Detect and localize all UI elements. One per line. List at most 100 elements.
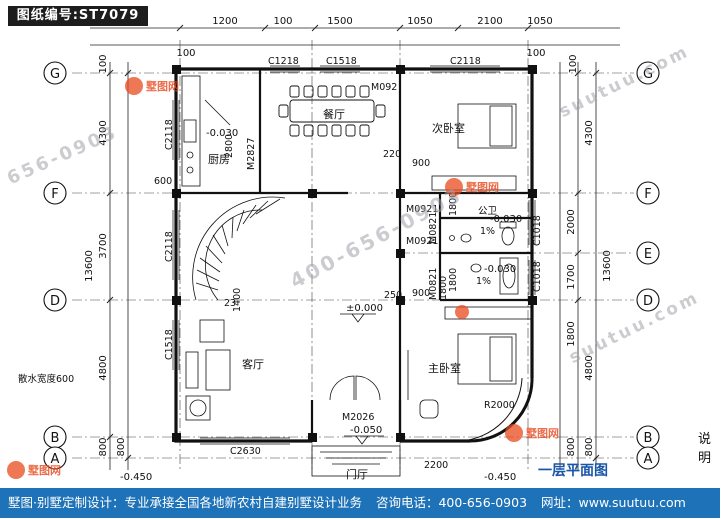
elev-bath2: -0.030	[484, 264, 516, 275]
label-600: 600	[154, 176, 172, 187]
living-furniture	[185, 319, 231, 421]
label-m0921-b: M0921	[406, 236, 438, 247]
right-dim-800b: 800	[584, 437, 595, 456]
dimension-ticks	[106, 24, 600, 462]
label-1800c: 1800	[438, 276, 449, 300]
top-dim-1050a: 1050	[407, 16, 432, 27]
label-m2026: M2026	[342, 412, 374, 423]
right-dim-1800: 1800	[566, 321, 577, 346]
left-dim-800a: 800	[98, 437, 109, 456]
plan-title: 一层平面图	[538, 463, 608, 479]
label-900-b: 900	[412, 288, 430, 299]
axis-left-b: B	[51, 431, 60, 446]
label-2200: 2200	[424, 460, 448, 471]
dining-table	[278, 85, 386, 137]
label-c1518-top: C1518	[326, 56, 357, 67]
top-dim-1050b: 1050	[527, 16, 552, 27]
label-stairs: 23	[224, 298, 236, 309]
elev-minus-450-right: -0.450	[484, 472, 516, 483]
label-1800: 1800	[448, 192, 459, 216]
elev-bath1: -0.030	[490, 214, 522, 225]
windows	[172, 65, 536, 445]
axis-bubbles-left	[43, 61, 67, 470]
bathroom-fixtures	[449, 221, 519, 295]
left-dim-3700: 3700	[98, 233, 109, 258]
footer-service: 墅图·别墅定制设计：专业承接全国各地新农村自建别墅设计业务	[8, 495, 362, 510]
label-c1518-left: C1518	[164, 329, 175, 360]
axis-right-d: D	[643, 294, 653, 309]
interior-walls	[176, 69, 532, 441]
axis-right-f: F	[644, 187, 651, 202]
right-dim-13600: 13600	[602, 250, 613, 282]
label-c1018-b: C1018	[532, 261, 543, 292]
kitchen-fixtures	[181, 75, 231, 187]
axis-left-f: F	[51, 187, 58, 202]
label-slope1: 1%	[480, 226, 495, 237]
top-dim-1500: 1500	[327, 16, 352, 27]
axis-left-a: A	[51, 452, 60, 467]
label-gutter: 散水宽度600	[18, 373, 74, 385]
right-dim-800a: 800	[566, 437, 577, 456]
right-dim-1700: 1700	[566, 264, 577, 289]
elev-zero: ±0.000	[346, 303, 383, 314]
logo-text-2: 墅图网	[28, 464, 61, 477]
room-kitchen: 厨房	[208, 153, 230, 166]
label-c2118-left: C2118	[164, 231, 175, 262]
axis-right-b: B	[644, 431, 653, 446]
room-dining: 餐厅	[323, 107, 345, 121]
label-m0821-a: M0821	[428, 212, 439, 244]
footer-phone: 咨询电话：400-656-0903	[375, 495, 528, 510]
axis-left-d: D	[50, 294, 60, 309]
label-c2118-kitchen: C2118	[164, 119, 175, 150]
label-c1018-a: C1018	[532, 215, 543, 246]
elev-kitchen: -0.030	[206, 128, 238, 139]
axis-left-g: G	[50, 67, 60, 82]
elevation-markers	[340, 313, 384, 445]
left-dim-4300: 4300	[98, 120, 109, 145]
entrance-doors	[311, 350, 409, 477]
logo-text-3: 墅图网	[466, 181, 499, 194]
room-living: 客厅	[242, 357, 264, 371]
elev-minus-050: -0.050	[350, 425, 382, 436]
right-dim-2000: 2000	[566, 209, 577, 234]
label-m0921-a: M0921	[406, 204, 438, 215]
right-dim-4300: 4300	[584, 120, 595, 145]
axis-right-e: E	[644, 247, 652, 262]
label-c1218: C1218	[268, 56, 299, 67]
watermark-logos	[7, 77, 523, 479]
logo-text-4: 墅图网	[526, 427, 559, 440]
left-dim-100: 100	[98, 54, 109, 73]
right-note: 说明	[698, 432, 712, 466]
label-250: 250	[384, 290, 402, 301]
room-master-bedroom: 主卧室	[428, 361, 461, 375]
label-m2827: M2827	[246, 138, 257, 170]
room-second-bedroom: 次卧室	[432, 121, 465, 135]
drawing-code-badge: 图纸编号:ST7079	[8, 6, 148, 26]
label-r2000: R2000	[484, 400, 515, 411]
label-1400: 1400	[232, 288, 243, 312]
bedroom-furniture	[419, 103, 532, 419]
room-gate: 门厅	[346, 467, 368, 481]
spiral-staircase	[192, 196, 286, 301]
left-dim-13600: 13600	[84, 250, 95, 282]
top-dim-100: 100	[273, 16, 292, 27]
label-1800b: 1800	[448, 268, 459, 292]
label-900-a: 900	[412, 158, 430, 169]
right-dim-4800: 4800	[584, 355, 595, 380]
dimension-lines	[90, 27, 620, 470]
axis-right-a: A	[644, 452, 653, 467]
label-c2118-top: C2118	[450, 56, 481, 67]
label-c2630: C2630	[230, 446, 261, 457]
elev-minus-450-left: -0.450	[120, 472, 152, 483]
right-dim-100: 100	[568, 54, 579, 73]
axis-bubbles-right	[636, 61, 660, 470]
label-2800: 2800	[224, 134, 235, 158]
label-toilet: 公卫	[478, 206, 498, 217]
left-dim-4800: 4800	[98, 355, 109, 380]
footer-website[interactable]: 网址：www.suutuu.com	[541, 495, 686, 510]
top-dim-100b: 100	[176, 48, 195, 59]
top-dim-100c: 100	[526, 48, 545, 59]
logo-text-1: 墅图网	[146, 80, 179, 93]
top-dim-1200: 1200	[212, 16, 237, 27]
